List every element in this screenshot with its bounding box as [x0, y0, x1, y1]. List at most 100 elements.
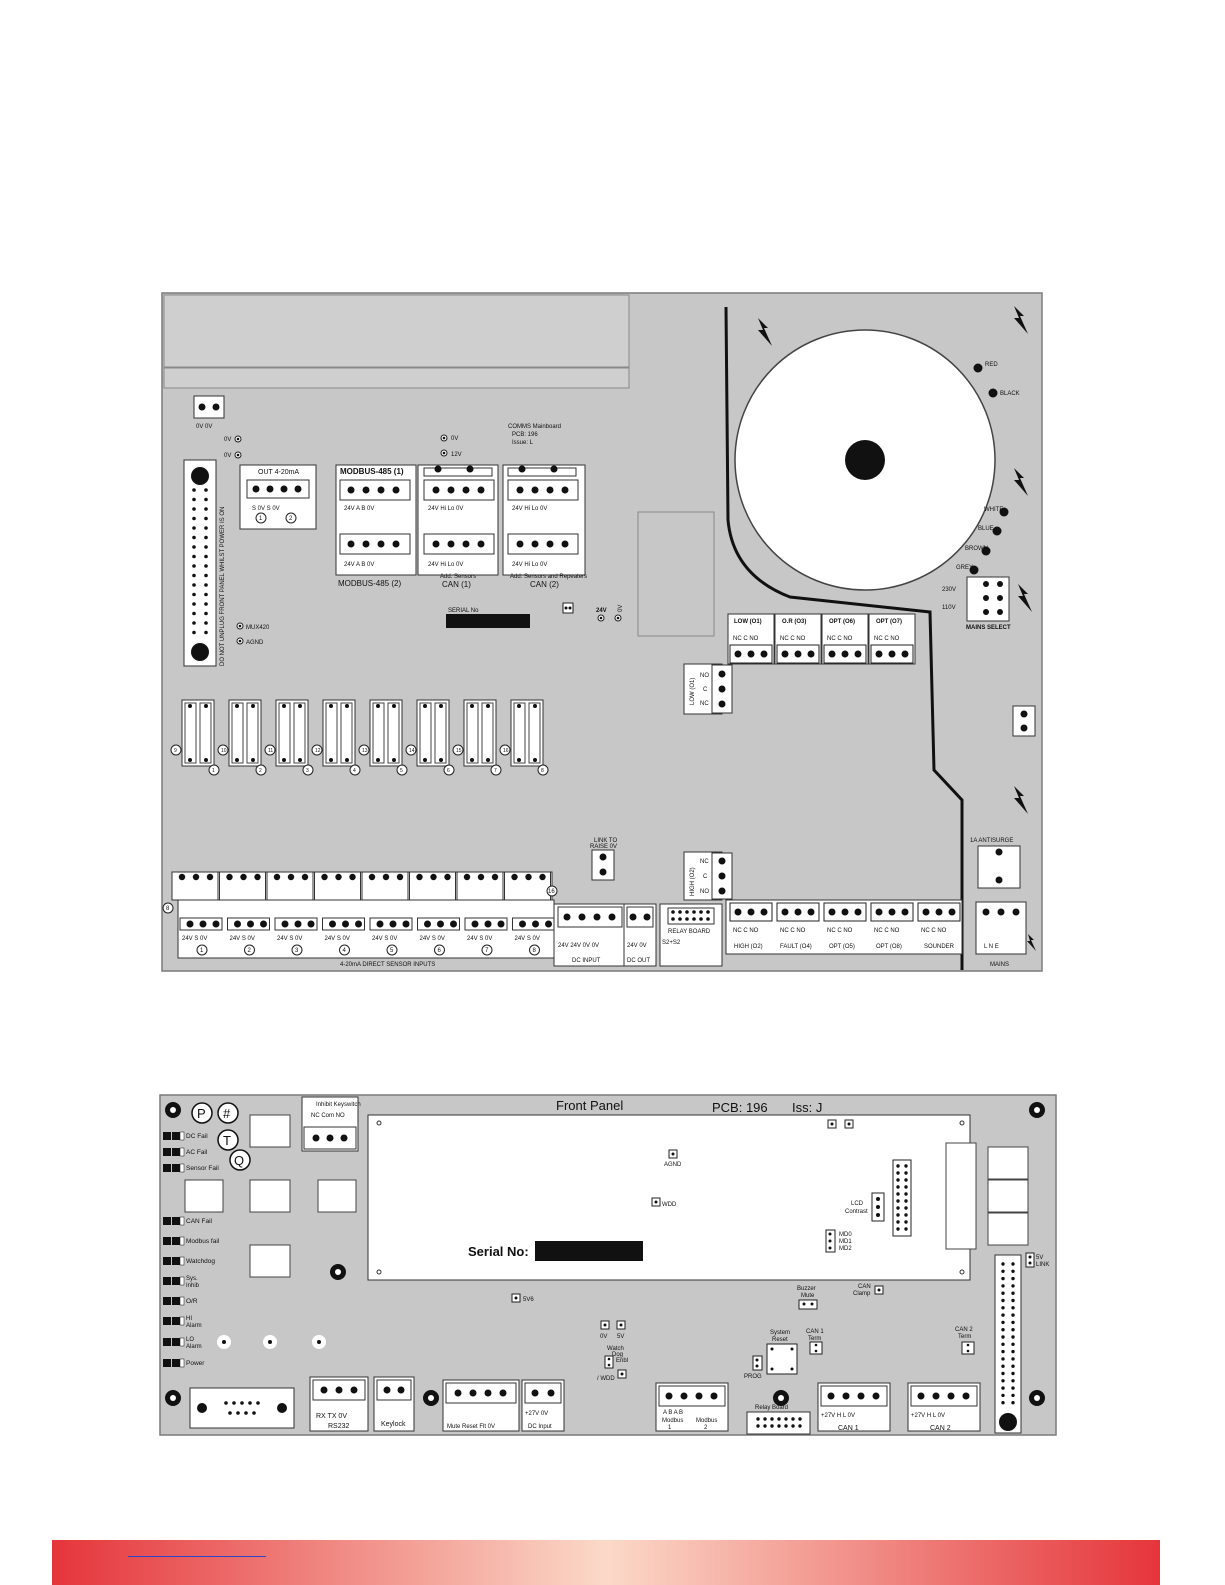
- sensor-number: 3: [295, 948, 299, 954]
- svg-text:AGND: AGND: [664, 1162, 682, 1168]
- svg-text:5V: 5V: [1036, 1255, 1043, 1261]
- svg-text:LINK: LINK: [1036, 1262, 1049, 1268]
- svg-text:MD1: MD1: [839, 1239, 852, 1245]
- sensor-number: 1: [200, 948, 204, 954]
- svg-text:Contrast: Contrast: [845, 1209, 868, 1215]
- main-board-diagram: 0V 0V 0V 0V DO NOT UNPLUG FRONT PANEL WH…: [161, 292, 1043, 972]
- svg-text:2: 2: [289, 516, 293, 522]
- svg-text:230V: 230V: [942, 587, 956, 593]
- sensor-number: 5: [390, 948, 394, 954]
- ov-ov-label: 0V 0V: [196, 424, 212, 430]
- can2-terminals: 24V Hi Lo 0V 24V Hi Lo 0V Add. Sensors a…: [502, 464, 587, 589]
- svg-text:Mute Reset Flt 0V: Mute Reset Flt 0V: [447, 1424, 495, 1430]
- svg-text:System: System: [770, 1330, 790, 1336]
- svg-text:CAN 1: CAN 1: [806, 1329, 824, 1335]
- button-q: Q: [234, 1153, 244, 1168]
- svg-text:1: 1: [668, 1425, 672, 1431]
- relay-pin-labels: NC C NO: [874, 928, 900, 934]
- svg-text:AGND: AGND: [246, 640, 264, 646]
- svg-text:MAINS SELECT: MAINS SELECT: [966, 625, 1011, 631]
- svg-text:1A ANTISURGE: 1A ANTISURGE: [970, 838, 1013, 844]
- svg-text:CAN 1: CAN 1: [838, 1425, 859, 1432]
- relay-pin-labels: NC C NO: [733, 928, 759, 934]
- iss-label: Iss: J: [792, 1100, 822, 1115]
- pcb-label: PCB: 196: [712, 1100, 768, 1115]
- svg-text:HIGH (O2): HIGH (O2): [734, 944, 763, 950]
- svg-text:SERIAL No: SERIAL No: [448, 608, 479, 614]
- svg-text:MODBUS-485 (2): MODBUS-485 (2): [338, 579, 401, 588]
- led-label: Modbus fail: [186, 1238, 220, 1245]
- led-label: Power: [186, 1360, 205, 1367]
- svg-text:WHITE: WHITE: [984, 507, 1003, 513]
- front-panel-title: Front Panel: [556, 1098, 623, 1113]
- sensor-number: 4: [343, 948, 347, 954]
- svg-text:Clamp: Clamp: [853, 1291, 871, 1297]
- svg-text:24V Hi Lo 0V: 24V Hi Lo 0V: [512, 562, 547, 568]
- button-p: P: [197, 1106, 206, 1121]
- svg-text:CAN: CAN: [858, 1284, 871, 1290]
- svg-text:4-20mA DIRECT SENSOR INPUTS: 4-20mA DIRECT SENSOR INPUTS: [340, 962, 435, 968]
- dc-input-terminals: 24V 24V 0V 0V DC INPUT 24V 0V DC OUT: [553, 903, 657, 967]
- relay-pin-labels: NC C NO: [921, 928, 947, 934]
- svg-text:LOW (O1): LOW (O1): [690, 678, 696, 705]
- module-number: 5: [400, 768, 403, 774]
- lcd-display-area: [367, 1114, 971, 1281]
- led-label: DC Fail: [186, 1133, 208, 1140]
- sensor-pin-labels: 24V S 0V: [420, 936, 445, 942]
- svg-text:NC C NO: NC C NO: [780, 636, 806, 642]
- button-t: T: [223, 1133, 231, 1148]
- serial-number-plate: [446, 614, 530, 628]
- relay-pin-labels: NC C NO: [780, 928, 806, 934]
- relay-outputs-top: LOW (O1) O.R (O3) OPT (O6) OPT (O7) NC C…: [727, 613, 916, 665]
- keypad-buttons: P # T Q: [191, 1102, 251, 1171]
- svg-text:24V Hi Lo 0V: 24V Hi Lo 0V: [512, 506, 547, 512]
- sensor-pin-labels: 24V S 0V: [467, 936, 492, 942]
- svg-text:1: 1: [259, 516, 263, 522]
- module-top-number: 13: [362, 748, 368, 754]
- svg-text:NC Com NO: NC Com NO: [311, 1113, 345, 1119]
- svg-text:Reset: Reset: [772, 1337, 788, 1343]
- svg-text:WDD: WDD: [662, 1202, 677, 1208]
- svg-text:S2+S2: S2+S2: [662, 940, 681, 946]
- svg-text:2: 2: [704, 1425, 708, 1431]
- svg-text:24V A B 0V: 24V A B 0V: [344, 562, 374, 568]
- svg-text:24V Hi Lo 0V: 24V Hi Lo 0V: [428, 506, 463, 512]
- led-label: CAN Fail: [186, 1218, 213, 1225]
- svg-text:Add. Sensors: Add. Sensors: [440, 574, 476, 580]
- led-label: Watchdog: [186, 1258, 215, 1265]
- svg-text:Modbus: Modbus: [662, 1418, 683, 1424]
- svg-text:NO: NO: [700, 889, 709, 895]
- svg-text:LCD: LCD: [851, 1201, 864, 1207]
- svg-text:BLACK: BLACK: [1000, 391, 1020, 397]
- svg-text:0V: 0V: [618, 605, 624, 612]
- svg-text:Dog: Dog: [612, 1352, 623, 1358]
- led-label: HI: [186, 1316, 192, 1322]
- led-label: Sensor Fail: [186, 1165, 219, 1172]
- svg-text:5V6: 5V6: [523, 1297, 534, 1303]
- svg-text:CAN (1): CAN (1): [442, 580, 471, 589]
- transformer: [734, 329, 996, 591]
- mains-terminal: L N E MAINS: [975, 901, 1027, 968]
- svg-text:RS232: RS232: [328, 1423, 350, 1430]
- module-top-number: 12: [315, 748, 321, 754]
- module-number: 2: [259, 768, 262, 774]
- svg-text:OPT (O7): OPT (O7): [876, 619, 902, 625]
- svg-text:0V: 0V: [224, 437, 231, 443]
- mains-select: 230V 110V MAINS SELECT: [942, 576, 1011, 631]
- svg-text:8: 8: [166, 906, 170, 912]
- svg-text:A B A B: A B A B: [663, 1410, 683, 1416]
- svg-text:OPT (O8): OPT (O8): [876, 944, 902, 950]
- led-label: LO: [186, 1337, 194, 1343]
- svg-text:COMMS Mainboard: COMMS Mainboard: [508, 424, 561, 430]
- svg-text:RED: RED: [985, 362, 998, 368]
- module-top-number: 11: [268, 748, 273, 754]
- led-label: Sys.: [186, 1276, 198, 1282]
- svg-text:24V A B 0V: 24V A B 0V: [344, 506, 374, 512]
- svg-text:24V Hi Lo 0V: 24V Hi Lo 0V: [428, 562, 463, 568]
- svg-text:DC Input: DC Input: [528, 1424, 552, 1430]
